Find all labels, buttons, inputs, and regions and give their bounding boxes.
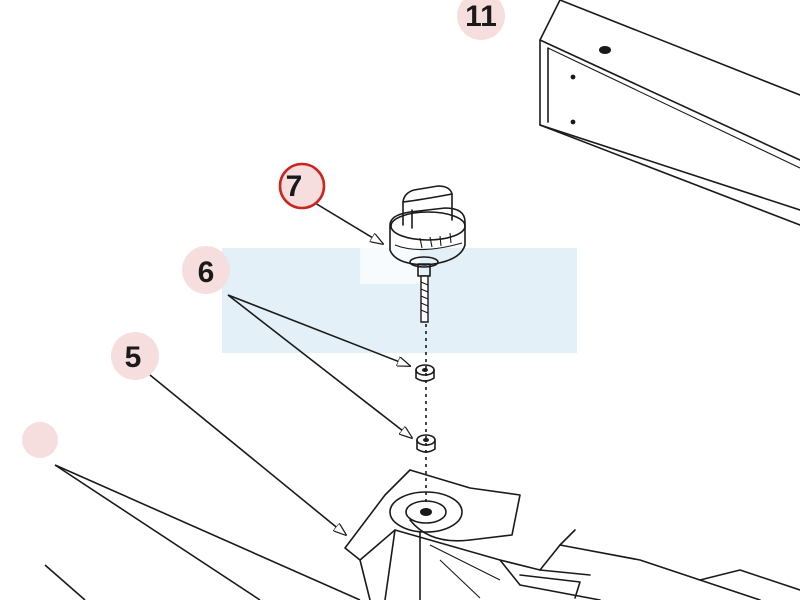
watermark — [222, 248, 577, 353]
part-6-nut-lower — [416, 434, 436, 453]
callout-6-label: 6 — [198, 256, 215, 289]
callout-6-badge — [182, 246, 230, 294]
callout-5: 5 — [111, 332, 159, 380]
leader-6-lower — [227, 294, 412, 438]
cropped-callout-leaders — [22, 422, 361, 600]
part-6-nut-upper — [415, 364, 435, 382]
callout-11: 11 — [457, 0, 505, 40]
part-11-housing — [539, 0, 800, 226]
callout-7-label: 7 — [286, 170, 303, 203]
leader-6-upper — [227, 294, 410, 366]
callout-6: 6 — [182, 246, 230, 294]
callout-7-highlight-ring — [278, 162, 326, 210]
part-7-knob — [389, 185, 466, 323]
callout-7: 7 — [278, 162, 326, 210]
callout-7-badge — [280, 164, 324, 208]
callout-11-label: 11 — [465, 0, 497, 33]
callout-5-badge — [111, 332, 159, 380]
leader-lines — [149, 199, 412, 535]
leader-7 — [309, 199, 383, 244]
callout-11-badge — [457, 0, 505, 40]
leader-5 — [149, 374, 346, 535]
callout-5-label: 5 — [125, 341, 142, 374]
part-5-bracket — [344, 469, 800, 600]
